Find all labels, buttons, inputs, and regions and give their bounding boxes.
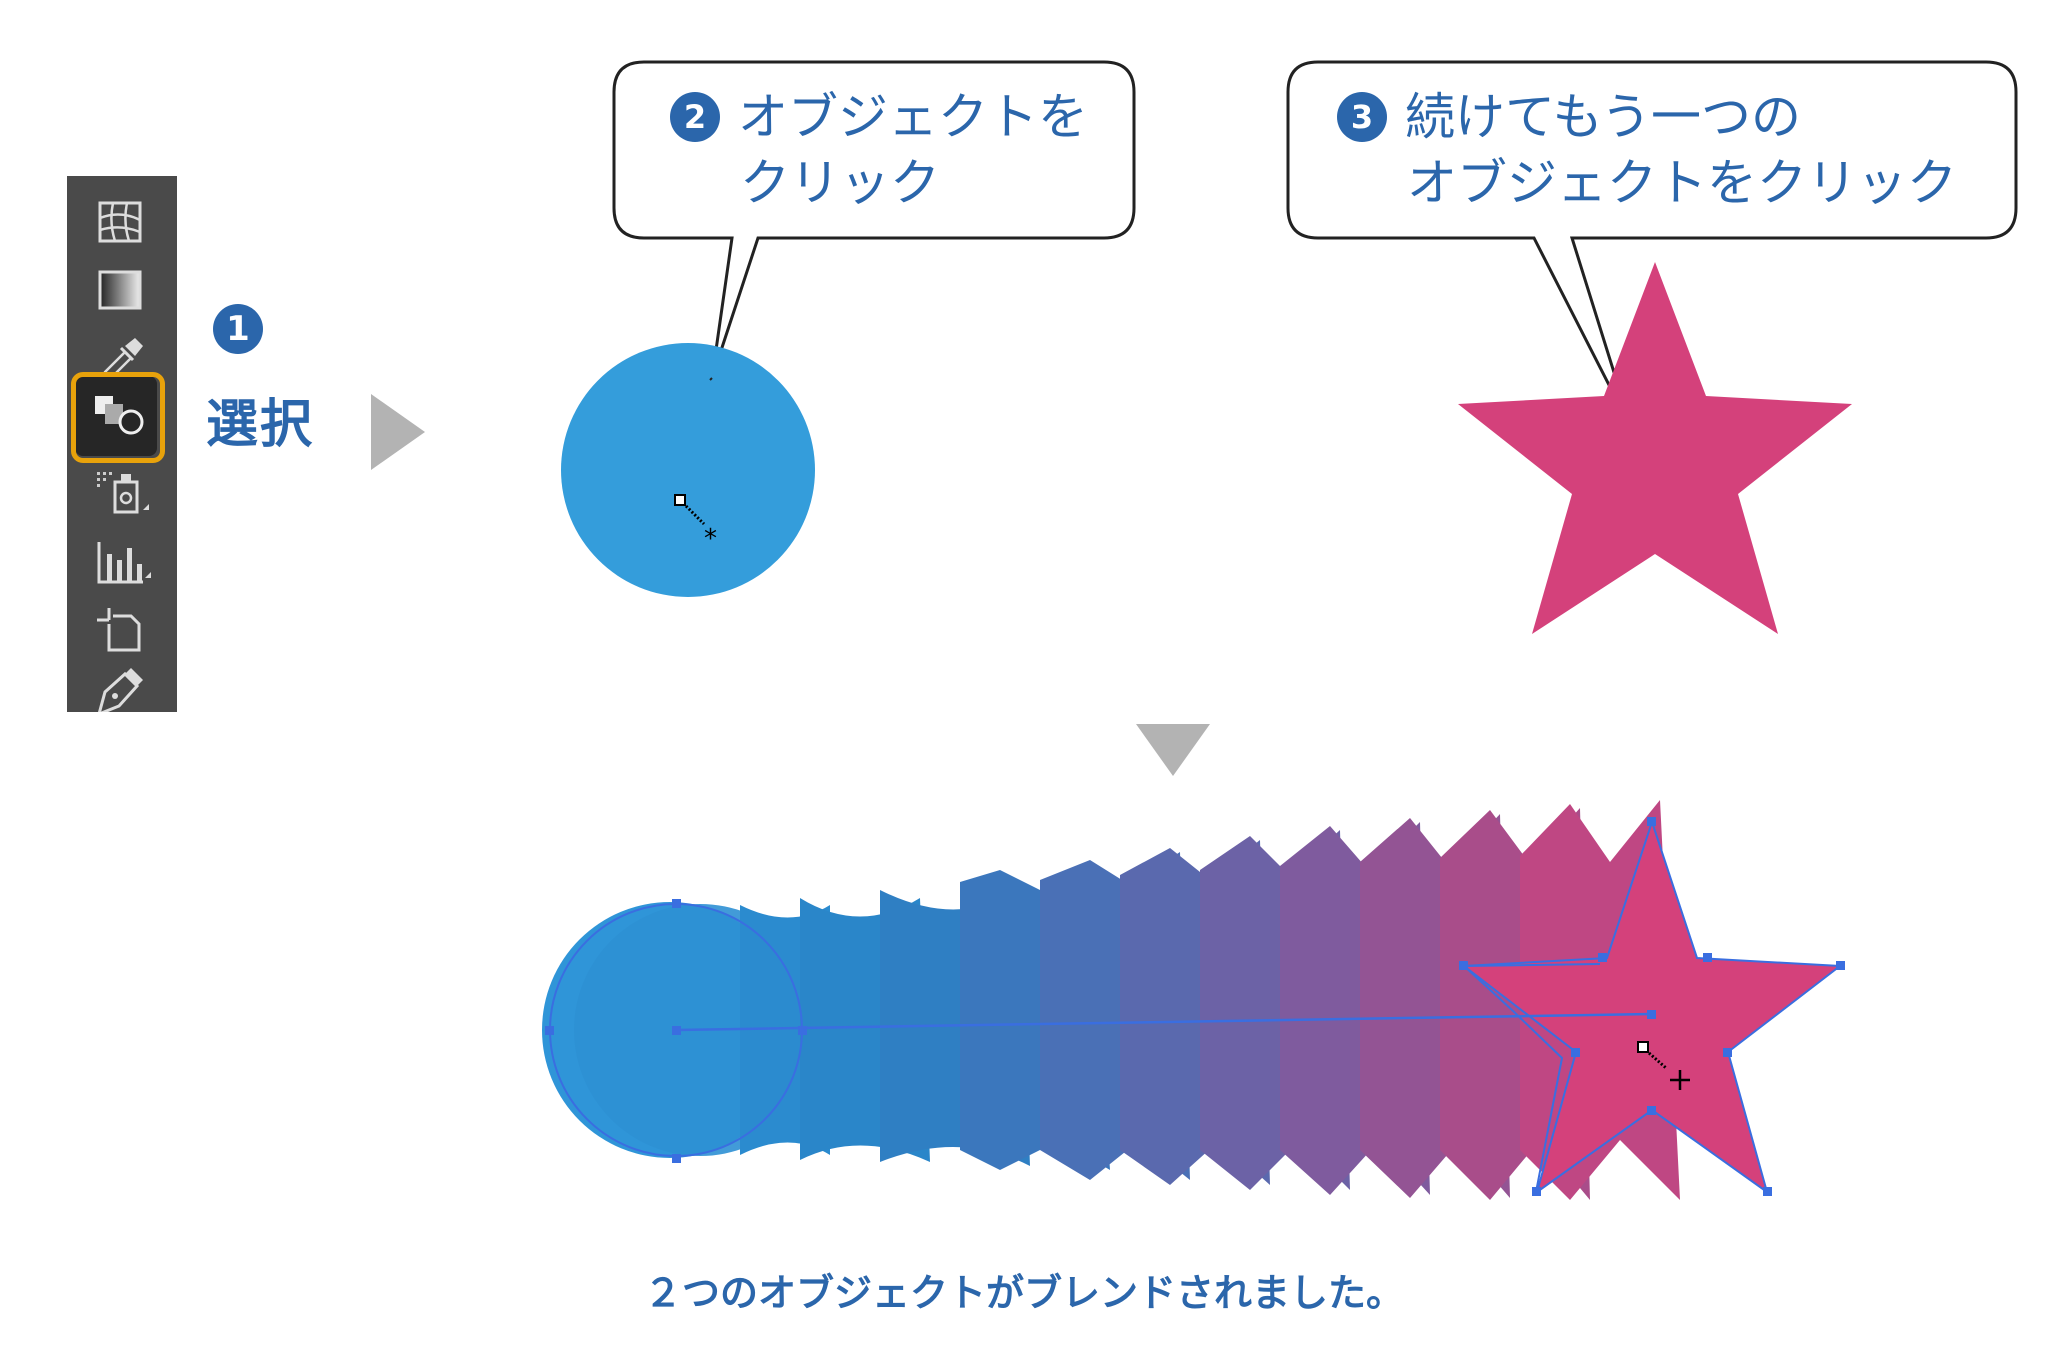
arrow-down-icon [1136, 724, 1210, 776]
step-2-badge: 2 [670, 92, 720, 142]
column-graph-tool[interactable] [67, 528, 177, 592]
artboard-tool-icon [97, 608, 141, 652]
mesh-tool-icon [98, 201, 142, 243]
tools-panel [67, 176, 177, 712]
artboard-tool[interactable] [67, 596, 177, 660]
callout-3-text: 3 続けてもう一つの オブジェクトをクリック [1337, 84, 1957, 216]
blend-tool-highlight [71, 372, 165, 463]
callout-3-line2: オブジェクトをクリック [1407, 154, 1957, 212]
pen-tool-icon [97, 668, 143, 712]
gradient-tool-icon [98, 270, 142, 310]
step-3-badge: 3 [1337, 92, 1387, 142]
pen-tool[interactable] [67, 656, 177, 712]
blend-cursor-plus-icon [1637, 1041, 1690, 1090]
gradient-tool[interactable] [67, 258, 177, 322]
column-graph-tool-icon [97, 542, 151, 584]
symbol-sprayer-tool-icon [97, 472, 149, 514]
callout-2-bubble [612, 60, 1136, 379]
blend-tool[interactable] [67, 376, 177, 460]
symbol-sprayer-tool[interactable] [67, 460, 177, 524]
mesh-tool[interactable] [67, 190, 177, 254]
callout-2-line1: オブジェクトを [738, 88, 1088, 146]
blend-cursor-icon: * [674, 494, 717, 554]
star-object[interactable] [1458, 262, 1852, 634]
callout-2-line2: クリック [740, 154, 940, 212]
callout-2-text: 2 オブジェクトを クリック [670, 84, 1088, 216]
step-1-badge: 1 [213, 304, 263, 354]
blend-result [542, 800, 1845, 1200]
callout-3-bubble [1286, 60, 2018, 431]
result-caption: ２つのオブジェクトがブレンドされました。 [643, 1271, 1404, 1315]
step-1-label: 選択 [206, 395, 315, 455]
circle-object[interactable] [561, 343, 815, 597]
svg-text:*: * [704, 524, 717, 554]
blend-tool-icon [95, 396, 144, 435]
callout-3-line1: 続けてもう一つの [1405, 88, 1801, 146]
arrow-right-icon [371, 394, 425, 470]
